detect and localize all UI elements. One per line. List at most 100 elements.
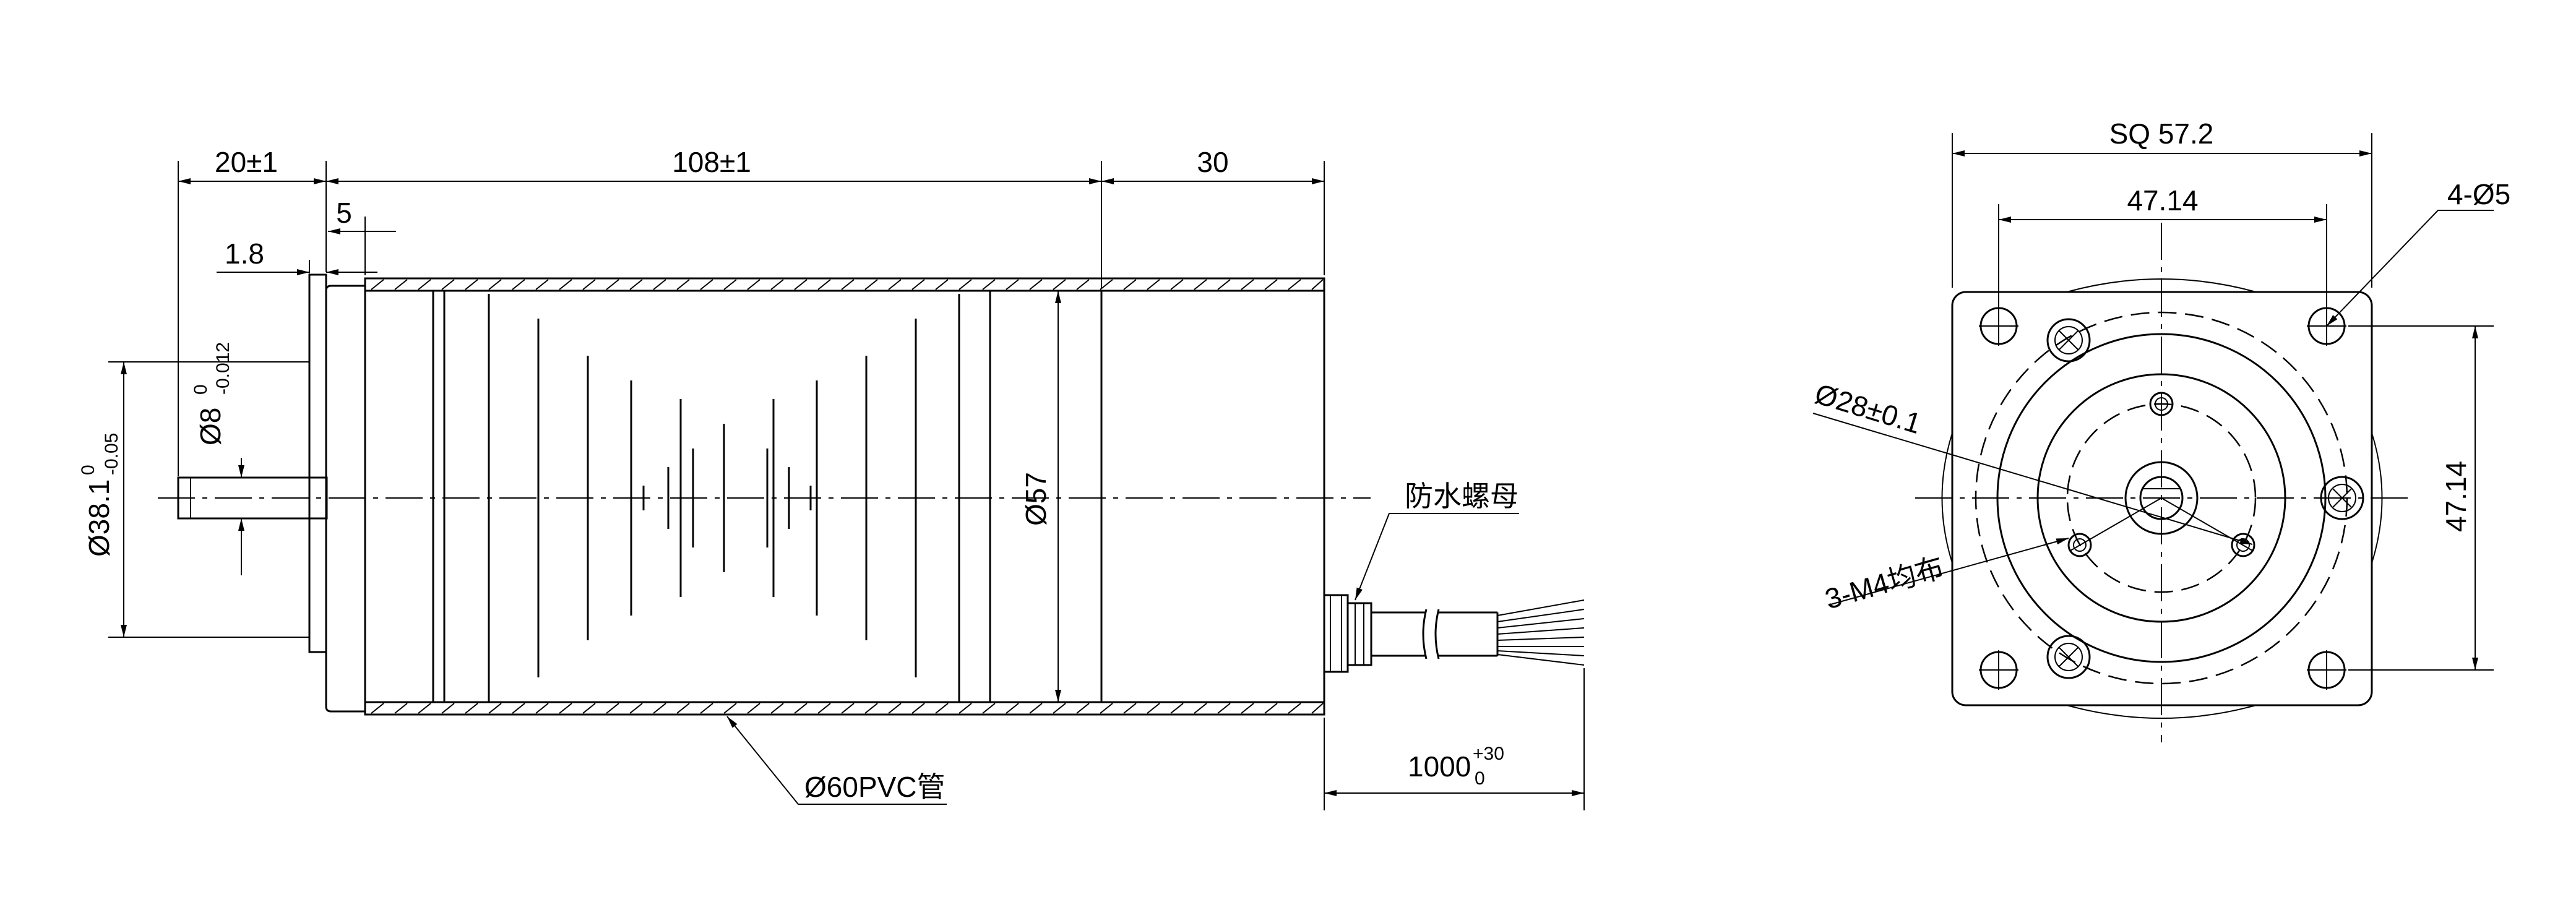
hatch-stroke [747,279,760,290]
hatch-stroke [441,279,455,290]
end-dimension-lines [1812,150,2494,670]
dim-body-diameter: Ø57 [1020,472,1052,526]
hatch-stroke [653,279,666,290]
hatch-stroke [1288,703,1301,714]
pilot-circle [2036,373,2286,623]
hatch-stroke [935,703,949,714]
hatch-stroke [488,703,502,714]
label-mounting-holes: 4-Ø5 [2447,178,2510,210]
flange [308,273,327,653]
end-view: SQ 57.2 47.14 47.14 4-Ø5 Ø28±0.1 3-M4均布 [1811,118,2510,742]
hatch-stroke [1053,279,1066,290]
hatch-stroke [958,703,972,714]
hatch-stroke [1194,279,1207,290]
hatch-stroke [488,279,502,290]
hatch-stroke [864,279,878,290]
hatch-stroke [1147,703,1160,714]
tapped-holes [2067,392,2255,557]
dim-hole-spacing-v: 47.14 [2440,461,2472,532]
hatch-stroke [1123,279,1137,290]
hatch-stroke [864,703,878,714]
hatch-stroke [700,279,713,290]
hatch-stroke [394,279,408,290]
dim-cable-main: 1000 [1408,750,1471,783]
hatch-stroke [817,703,831,714]
hatch-stroke [888,279,902,290]
hatch-stroke [794,279,808,290]
dim-cable-upper: +30 [1473,744,1504,764]
label-tapped-holes: 3-M4均布 [1821,551,1947,615]
dim-cable-exit: 30 [1197,146,1228,178]
hatch-stroke [559,703,572,714]
hatch-stroke [1123,703,1137,714]
pipe-outline-arcs [1941,278,2383,719]
hatch-stroke [629,279,643,290]
dim-pcd: Ø28±0.1 [1811,377,1925,440]
dim-flange-thickness: 1.8 [225,238,264,270]
dim-cable-length: 1000 +30 0 [1408,744,1504,789]
hatch-stroke [418,279,431,290]
hatch-stroke [817,279,831,290]
dim-step: 5 [336,197,352,229]
hatch-stroke [1217,279,1231,290]
hatch-stroke [465,703,478,714]
dim-pilot-dia-upper: 0 [78,465,98,475]
dim-hole-spacing-h: 47.14 [2127,184,2198,217]
dim-shaft-dia-lower: -0.012 [213,342,233,395]
hatch-stroke [841,703,855,714]
side-view: 20±1 108±1 30 5 1.8 Ø8 0 -0.012 Ø38.1 0 … [78,146,1585,810]
hatch-stroke [394,703,408,714]
hatch-stroke [958,279,972,290]
hatch-stroke [371,703,384,714]
hatch-stroke [1076,703,1090,714]
hatch-stroke [747,703,760,714]
hatch-stroke [465,279,478,290]
hatch-stroke [1241,279,1254,290]
stator-windings [488,294,960,702]
hatch-stroke [512,279,525,290]
hatch-stroke [1194,703,1207,714]
hatch-stroke [1029,703,1043,714]
hatch-stroke [1311,279,1324,290]
hatch-stroke [1264,279,1278,290]
label-waterproof-nut: 防水螺母 [1405,480,1518,512]
hatch-stroke [770,279,784,290]
hatch-stroke [653,703,666,714]
hatch-stroke [582,703,596,714]
bearing-circle [2124,461,2199,535]
hatch-stroke [1006,279,1019,290]
body-circle [1996,333,2327,663]
dim-shaft-diameter: Ø8 0 -0.012 [191,342,233,445]
hatch-stroke [371,279,384,290]
side-dimension-lines [121,178,1584,805]
hatch-stroke [1170,279,1184,290]
hatch-stroke [418,703,431,714]
hatch-stroke [935,279,949,290]
hatch-stroke [606,279,619,290]
hatch-stroke [629,703,643,714]
hatch-stroke [888,703,902,714]
hatch-stroke [1053,703,1066,714]
hatch-stroke [723,703,737,714]
hatch-stroke [676,703,690,714]
hatch-stroke [582,279,596,290]
dim-shaft-dia-upper: 0 [191,384,211,395]
hatch-stroke [1147,279,1160,290]
hatch-stroke [535,703,549,714]
dim-pilot-dia-lower: -0.05 [101,433,122,475]
hatch-stroke [982,279,996,290]
hatch-stroke [1241,703,1254,714]
hatch-stroke [1264,703,1278,714]
pvc-pipe [364,277,1325,716]
pipe-hatch-top [371,279,1324,290]
hatch-stroke [841,279,855,290]
hatch-stroke [441,703,455,714]
dim-pilot-diameter: Ø38.1 0 -0.05 [78,433,122,557]
hatch-stroke [1006,703,1019,714]
dim-square: SQ 57.2 [2109,118,2214,150]
hatch-stroke [1170,703,1184,714]
square-flange [1951,291,2373,706]
end-extension-lines [1952,133,2494,671]
hatch-stroke [770,703,784,714]
dim-flange-length: 20±1 [215,146,278,178]
